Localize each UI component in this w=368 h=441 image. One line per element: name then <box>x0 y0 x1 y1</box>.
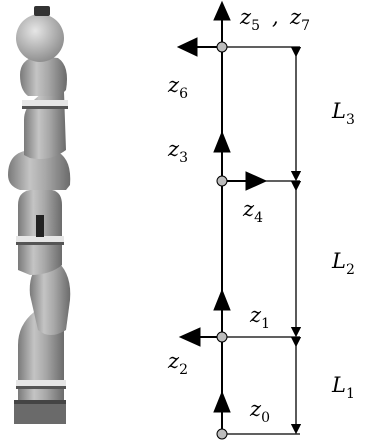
label-L3: L3 <box>331 99 355 128</box>
label-z5: z5 <box>239 5 260 34</box>
joint-mid <box>216 175 228 187</box>
robot-joint-2 <box>29 262 71 335</box>
label-z3: z3 <box>167 137 188 166</box>
joint-low <box>216 331 228 343</box>
z2-arrow <box>178 327 201 347</box>
label-z6: z6 <box>167 73 188 102</box>
z6-arrow <box>176 37 198 57</box>
robot-base <box>14 402 66 424</box>
label-z7: z7 <box>289 5 310 34</box>
joint-top <box>216 41 228 53</box>
label-z0: z0 <box>249 397 270 426</box>
z3-arrow <box>213 130 231 153</box>
robot-wrist <box>20 56 67 96</box>
joint-markers <box>216 41 228 440</box>
label-comma: , <box>272 5 279 29</box>
robot-head <box>16 14 64 62</box>
label-z4: z4 <box>242 197 263 226</box>
z5-arrow <box>213 0 231 21</box>
dimension-lines <box>222 46 302 435</box>
joint-base <box>216 428 228 440</box>
robot-joint-4 <box>8 150 71 190</box>
z4-arrow <box>245 171 268 191</box>
z1-arrow <box>213 288 231 311</box>
label-z1: z1 <box>249 303 270 332</box>
z0-arrow <box>213 390 231 413</box>
label-L1: L1 <box>331 373 355 402</box>
robot-arm-image <box>8 6 71 424</box>
label-z2: z2 <box>167 349 188 378</box>
label-L2: L2 <box>331 249 355 278</box>
